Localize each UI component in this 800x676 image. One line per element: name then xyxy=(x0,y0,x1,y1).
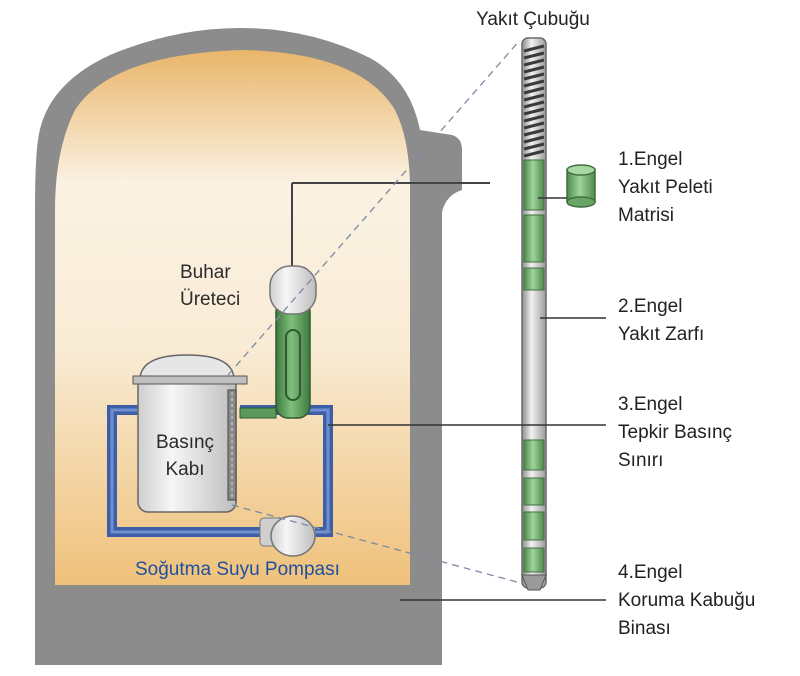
steam-generator-dome xyxy=(269,265,317,315)
spring-coil xyxy=(523,51,545,60)
leader-lines xyxy=(328,197,606,601)
barrier-3-label-3: Sınırı xyxy=(618,450,663,471)
spring-coil xyxy=(523,121,545,130)
spring-coil xyxy=(523,72,545,81)
pressure-vessel-label-1: Basınç xyxy=(156,432,214,453)
fuel-rod xyxy=(521,37,547,591)
diagram-title: Yakıt Çubuğu xyxy=(476,9,590,30)
barrier-4-label-2: Koruma Kabuğu xyxy=(618,590,755,611)
barrier-2-label-1: 2.Engel xyxy=(618,296,682,317)
rod-pellet-segment xyxy=(523,477,545,506)
fuel-pellet xyxy=(566,164,596,208)
steam-generator-tube xyxy=(285,329,301,401)
spring-coil xyxy=(523,149,545,158)
spring-coil xyxy=(523,142,545,151)
spring-coil xyxy=(523,86,545,95)
barrier-1-label-3: Matrisi xyxy=(618,205,674,226)
pressure-vessel-flange xyxy=(132,375,248,385)
coolant-pump-body xyxy=(270,515,316,557)
spring-coil xyxy=(523,100,545,109)
fuel-rod-end-cap xyxy=(521,574,547,591)
barrier-2-label-2: Yakıt Zarfı xyxy=(618,324,704,345)
steam-generator-label-1: Buhar xyxy=(180,262,231,283)
rod-pellet-segment xyxy=(523,547,545,573)
barrier-3-label-2: Tepkir Basınç xyxy=(618,422,732,443)
spring-coil xyxy=(523,93,545,102)
dashed-line-top xyxy=(227,39,521,376)
spring-coil xyxy=(523,79,545,88)
pressure-vessel-label-2: Kabı xyxy=(165,459,204,480)
coolant-pump xyxy=(259,515,316,557)
barrier-1-label-1: 1.Engel xyxy=(618,149,682,170)
fuel-rod-spring xyxy=(523,44,545,158)
coolant-pump-label: Soğutma Suyu Pompası xyxy=(135,559,340,580)
spring-coil xyxy=(523,44,545,53)
rod-pellet-segment xyxy=(523,214,545,263)
pressure-vessel xyxy=(132,354,248,513)
spring-coil xyxy=(523,135,545,144)
fuel-pellet-bottom xyxy=(566,196,596,208)
steam-generator-connector xyxy=(239,407,277,419)
barrier-1-label-2: Yakıt Peleti xyxy=(618,177,713,198)
dashed-line-bottom xyxy=(231,504,529,586)
rod-pellet-segment xyxy=(523,511,545,541)
rod-pellet-segment xyxy=(523,159,545,211)
spring-coil xyxy=(523,128,545,137)
spring-coil xyxy=(523,65,545,74)
rod-pellet-segment xyxy=(523,267,545,291)
fuel-pellet-top xyxy=(566,164,596,176)
barrier-4-label-3: Binası xyxy=(618,618,671,639)
barrier-3-label-1: 3.Engel xyxy=(618,394,682,415)
magnification-lines xyxy=(227,39,529,586)
spring-coil xyxy=(523,107,545,116)
rod-pellet-segment xyxy=(523,439,545,471)
barrier-4-label-1: 4.Engel xyxy=(618,562,682,583)
steam-generator xyxy=(239,182,490,419)
spring-coil xyxy=(523,58,545,67)
fuel-assembly xyxy=(227,389,237,501)
steam-generator-label-2: Üreteci xyxy=(180,289,240,310)
spring-coil xyxy=(523,114,545,123)
